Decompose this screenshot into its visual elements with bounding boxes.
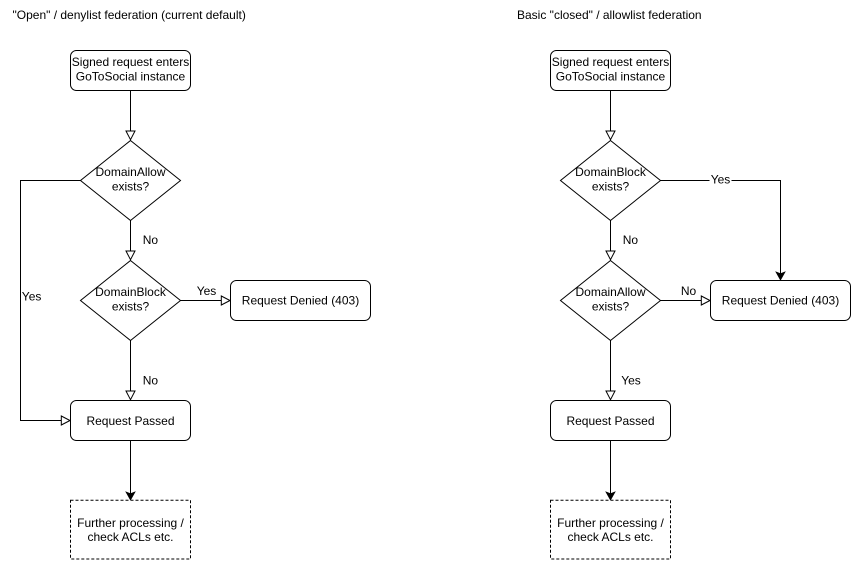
svg-text:No: No bbox=[681, 284, 697, 298]
svg-text:Signed request enters: Signed request enters bbox=[552, 55, 669, 69]
svg-text:No: No bbox=[623, 233, 639, 247]
svg-text:Yes: Yes bbox=[621, 373, 641, 387]
svg-text:Request Passed: Request Passed bbox=[86, 414, 174, 428]
svg-text:Further processing /: Further processing / bbox=[557, 516, 664, 530]
svg-text:GoToSocial instance: GoToSocial instance bbox=[76, 69, 186, 83]
svg-text:DomainBlock: DomainBlock bbox=[95, 285, 167, 299]
svg-text:exists?: exists? bbox=[112, 299, 150, 313]
svg-text:DomainBlock: DomainBlock bbox=[575, 165, 647, 179]
svg-text:exists?: exists? bbox=[592, 179, 630, 193]
svg-text:DomainAllow: DomainAllow bbox=[575, 285, 645, 299]
svg-text:No: No bbox=[143, 373, 159, 387]
svg-text:Yes: Yes bbox=[711, 172, 731, 186]
svg-text:check ACLs etc.: check ACLs etc. bbox=[567, 530, 653, 544]
svg-text:check ACLs etc.: check ACLs etc. bbox=[87, 530, 173, 544]
svg-text:Basic "closed" / allowlist fed: Basic "closed" / allowlist federation bbox=[517, 8, 702, 22]
svg-text:Yes: Yes bbox=[197, 284, 217, 298]
svg-text:Signed request enters: Signed request enters bbox=[72, 55, 189, 69]
svg-text:"Open" / denylist federation (: "Open" / denylist federation (current de… bbox=[13, 8, 246, 22]
svg-text:exists?: exists? bbox=[112, 179, 150, 193]
svg-text:Further processing /: Further processing / bbox=[77, 516, 184, 530]
svg-text:DomainAllow: DomainAllow bbox=[95, 165, 165, 179]
svg-text:Request Passed: Request Passed bbox=[566, 414, 654, 428]
svg-text:No: No bbox=[143, 233, 159, 247]
svg-text:Request Denied (403): Request Denied (403) bbox=[242, 293, 359, 307]
svg-text:GoToSocial instance: GoToSocial instance bbox=[556, 69, 666, 83]
svg-text:Yes: Yes bbox=[22, 289, 42, 303]
svg-text:exists?: exists? bbox=[592, 299, 630, 313]
svg-text:Request Denied (403): Request Denied (403) bbox=[722, 293, 839, 307]
